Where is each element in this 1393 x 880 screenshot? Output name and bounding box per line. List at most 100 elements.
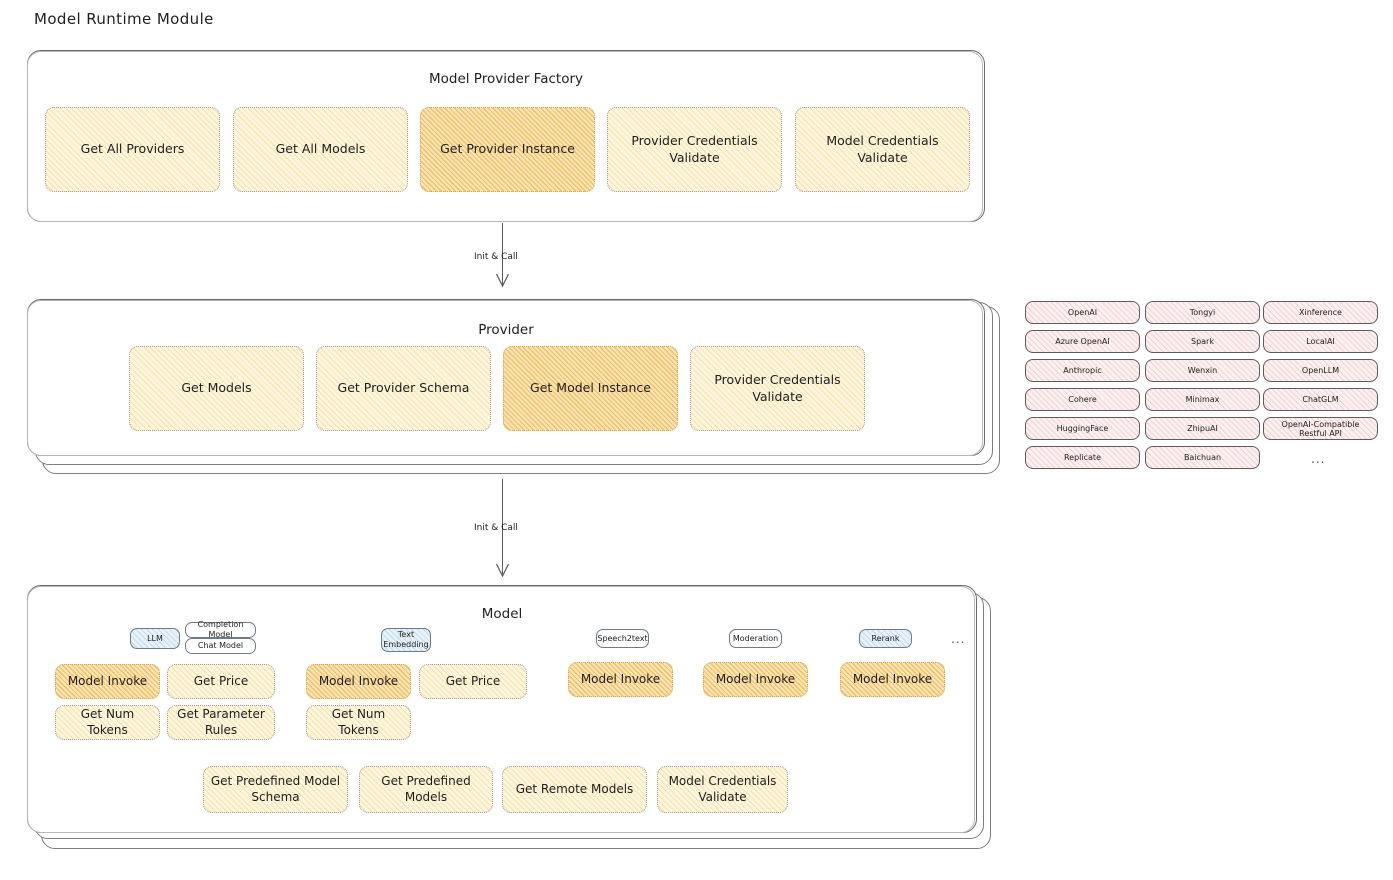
pill-label: Replicate [1063,453,1101,462]
provider-pill-azure-openai[interactable]: Azure OpenAI [1025,330,1140,353]
factory-node-get-all-models[interactable]: Get All Models [233,107,408,192]
provider-pill-huggingface[interactable]: HuggingFace [1025,417,1140,440]
provider-pill-cohere[interactable]: Cohere [1025,388,1140,411]
provider-pill-openai-compatible-restful-api[interactable]: OpenAI-Compatible Restful API [1263,417,1378,440]
provider-pill-chatglm[interactable]: ChatGLM [1263,388,1378,411]
pill-label: ZhipuAI [1187,424,1218,433]
node-label: Get Predefined Models [381,773,471,804]
pill-label: Spark [1191,337,1214,346]
pill-label: ChatGLM [1302,395,1339,404]
node-label: Get Remote Models [515,781,634,796]
node-label: Get Num Tokens [331,706,386,737]
model-subtag-completion-model[interactable]: Completion Model [185,620,256,639]
provider-list-more: ... [1311,452,1326,466]
tag-label: Speech2text [597,633,648,643]
node-label: Provider Credentials Validate [631,133,758,165]
arrow-factory-to-provider-line [502,223,504,285]
pill-label: Minimax [1185,395,1220,404]
arrow-provider-to-model-head [495,563,510,578]
model-tag-llm[interactable]: LLM [130,628,180,649]
node-label: Get Model Instance [530,380,651,396]
provider-node-get-models[interactable]: Get Models [129,346,304,431]
pill-label: Wenxin [1187,366,1218,375]
provider-pill-xinference[interactable]: Xinference [1263,301,1378,324]
model-common-node-get-predefined-model-schema[interactable]: Get Predefined Model Schema [203,766,348,813]
model-tag-text-embedding[interactable]: Text Embedding [381,628,431,652]
node-label: Get Num Tokens [80,706,135,737]
provider-pill-openai[interactable]: OpenAI [1025,301,1140,324]
model-common-node-model-credentials-validate[interactable]: Model Credentials Validate [657,766,788,813]
provider-pill-wenxin[interactable]: Wenxin [1145,359,1260,382]
tag-label: Completion Model [197,620,244,639]
model-tag-moderation[interactable]: Moderation [729,629,782,648]
provider-node-get-provider-schema[interactable]: Get Provider Schema [316,346,491,431]
tag-label: LLM [147,633,163,643]
tag-label: Moderation [732,633,779,643]
node-label: Get All Providers [80,141,185,157]
pill-label: LocalAI [1306,337,1335,346]
factory-node-provider-credentials-validate[interactable]: Provider Credentials Validate [607,107,782,192]
model-node-llm-get-parameter-rules[interactable]: Get Parameter Rules [167,705,275,740]
model-node-llm-model-invoke[interactable]: Model Invoke [55,664,160,699]
provider-pill-openllm[interactable]: OpenLLM [1263,359,1378,382]
model-tag-speech2text[interactable]: Speech2text [596,629,649,648]
pill-label: Tongyi [1189,308,1216,317]
factory-title: Model Provider Factory [428,71,583,87]
model-node-speech2text-model-invoke[interactable]: Model Invoke [568,662,673,697]
node-label: Get Models [181,380,252,396]
node-label: Provider Credentials Validate [714,372,841,404]
provider-pill-tongyi[interactable]: Tongyi [1145,301,1260,324]
provider-node-get-model-instance[interactable]: Get Model Instance [503,346,678,431]
node-label: Model Invoke [852,671,933,686]
node-label: Get Provider Schema [337,380,470,396]
provider-pill-anthropic[interactable]: Anthropic [1025,359,1140,382]
model-node-llm-get-price[interactable]: Get Price [167,664,275,699]
model-node-text-embedding-model-invoke[interactable]: Model Invoke [306,664,411,699]
node-label: Get All Models [275,141,366,157]
provider-title: Provider [478,322,534,338]
arrow-factory-to-provider-head [495,273,510,288]
provider-pill-replicate[interactable]: Replicate [1025,446,1140,469]
arrow-label-init-and-call-2: Init & Call [474,523,518,533]
page-title: Model Runtime Module [34,10,214,28]
tag-label: Text Embedding [383,630,429,649]
model-node-llm-get-num-tokens[interactable]: Get Num Tokens [55,705,160,740]
pill-label: Baichuan [1183,453,1222,462]
model-common-node-get-predefined-models[interactable]: Get Predefined Models [359,766,493,813]
model-node-moderation-model-invoke[interactable]: Model Invoke [703,662,808,697]
model-tag-rerank[interactable]: Rerank [859,629,912,648]
pill-label: HuggingFace [1056,424,1109,433]
model-node-text-embedding-get-price[interactable]: Get Price [419,664,527,699]
pill-label: Xinference [1299,308,1342,317]
pill-label: OpenAI [1067,308,1098,317]
model-node-rerank-model-invoke[interactable]: Model Invoke [840,662,945,697]
provider-node-provider-credentials-validate[interactable]: Provider Credentials Validate [690,346,865,431]
provider-pill-baichuan[interactable]: Baichuan [1145,446,1260,469]
tag-label: Rerank [871,633,900,643]
model-title: Model [481,606,523,622]
node-label: Get Price [445,673,501,688]
arrow-provider-to-model-line [502,479,504,574]
node-label: Get Parameter Rules [177,706,265,737]
factory-node-get-provider-instance[interactable]: Get Provider Instance [420,107,595,192]
pill-label: Cohere [1068,395,1097,404]
factory-node-get-all-providers[interactable]: Get All Providers [45,107,220,192]
node-label: Model Credentials Validate [826,133,939,165]
model-node-text-embedding-get-num-tokens[interactable]: Get Num Tokens [306,705,411,740]
node-label: Get Predefined Model Schema [210,773,341,804]
provider-pill-spark[interactable]: Spark [1145,330,1260,353]
provider-pill-localai[interactable]: LocalAI [1263,330,1378,353]
model-subtag-chat-model[interactable]: Chat Model [185,638,256,654]
model-common-node-get-remote-models[interactable]: Get Remote Models [502,766,647,813]
tag-label: Chat Model [197,641,244,650]
node-label: Model Credentials Validate [668,773,777,804]
node-label: Model Invoke [580,671,661,686]
pill-label: Azure OpenAI [1055,337,1110,346]
node-label: Model Invoke [318,673,399,688]
provider-pill-minimax[interactable]: Minimax [1145,388,1260,411]
factory-node-model-credentials-validate[interactable]: Model Credentials Validate [795,107,970,192]
provider-pill-zhipuai[interactable]: ZhipuAI [1145,417,1260,440]
node-label: Model Invoke [715,671,796,686]
node-label: Get Price [193,673,249,688]
model-groups-more: ... [951,632,966,646]
